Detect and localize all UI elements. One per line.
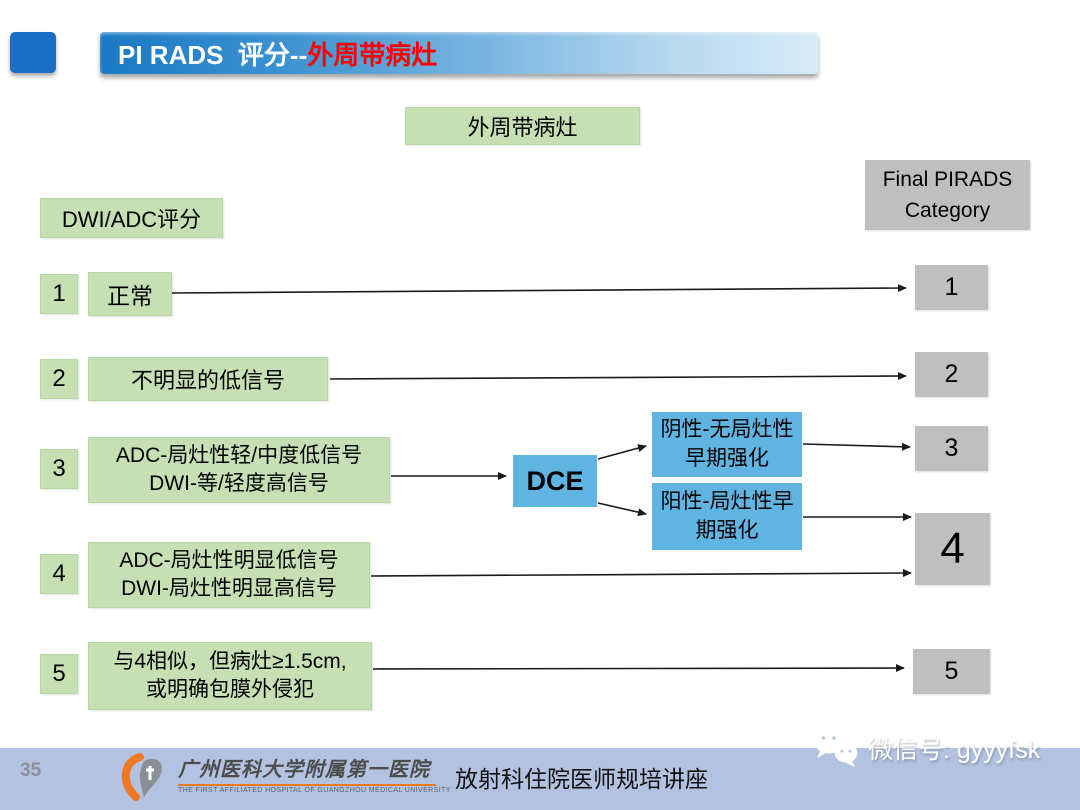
- score-3: 3: [52, 455, 66, 482]
- hospital-names: 广州医科大学附属第一医院 THE FIRST AFFILIATED HOSPIT…: [178, 753, 450, 794]
- category-1: 1: [944, 273, 959, 301]
- score-box-3: 3: [40, 449, 78, 489]
- score-box-1: 1: [40, 274, 78, 314]
- finding-2-text: 不明显的低信号: [130, 368, 285, 393]
- arrow-row2-to-cat2: [329, 372, 907, 381]
- title-accent-square: [10, 32, 56, 73]
- finding-box-3: ADC-局灶性轻/中度低信号 DWI-等/轻度高信号: [88, 437, 390, 503]
- category-5: 5: [944, 657, 959, 685]
- score-box-5: 5: [40, 654, 78, 694]
- dce-label: DCE: [526, 465, 584, 496]
- score-2: 2: [52, 365, 66, 392]
- arrow-row5-to-cat5: [372, 664, 905, 673]
- hospital-logo: [116, 750, 172, 810]
- subtitle-label: 外周带病灶: [467, 115, 578, 140]
- final-pirads-header-label: Final PIRADS Category: [882, 167, 1013, 223]
- category-box-2: 2: [915, 352, 988, 397]
- finding-4-line1: ADC-局灶性明显低信号: [119, 548, 339, 572]
- finding-box-1: 正常: [88, 272, 172, 316]
- wechat-label: 微信号: gyyyfsk: [868, 736, 1041, 764]
- title-bar: PI RADS 评分--外周带病灶: [100, 32, 818, 74]
- dwi-adc-header-label: DWI/ADC评分: [61, 207, 202, 232]
- wechat-badge: 微信号: gyyyfsk: [812, 726, 1040, 770]
- arrow-dce-to-positive: [597, 502, 647, 517]
- final-pirads-header: Final PIRADS Category: [865, 160, 1030, 230]
- finding-3-line2: DWI-等/轻度高信号: [149, 472, 329, 495]
- footer-band: [0, 748, 1080, 810]
- finding-box-2: 不明显的低信号: [88, 357, 328, 401]
- dwi-adc-header: DWI/ADC评分: [40, 198, 223, 238]
- finding-5-line1: 与4相似，但病灶≥1.5cm,: [113, 649, 347, 673]
- title-highlight-text: 外周带病灶: [307, 39, 438, 70]
- finding-5-line2: 或明确包膜外侵犯: [146, 678, 314, 701]
- logo-orange-swoosh: [122, 753, 144, 801]
- dce-negative-text: 阴性-无局灶性早期强化: [660, 418, 794, 470]
- arrow-dce-to-negative: [597, 444, 647, 460]
- category-box-4: 4: [915, 513, 990, 585]
- hospital-name-en: THE FIRST AFFILIATED HOSPITAL OF GUANGZH…: [178, 784, 450, 794]
- logo-cross: [146, 766, 154, 780]
- score-4: 4: [52, 560, 66, 587]
- finding-box-4: ADC-局灶性明显低信号 DWI-局灶性明显高信号: [88, 542, 370, 608]
- page-number: 35: [20, 760, 42, 781]
- title-text: PI RADS 评分--: [118, 39, 308, 70]
- score-1: 1: [52, 280, 66, 307]
- dce-positive-text: 阳性-局灶性早期强化: [660, 490, 794, 542]
- wechat-icon: [814, 728, 858, 767]
- category-box-3: 3: [915, 426, 988, 471]
- finding-4-line2: DWI-局灶性明显高信号: [121, 577, 337, 600]
- finding-box-5: 与4相似，但病灶≥1.5cm, 或明确包膜外侵犯: [88, 642, 372, 710]
- category-box-5: 5: [913, 649, 990, 694]
- category-2: 2: [944, 360, 959, 388]
- score-5: 5: [52, 660, 66, 687]
- arrow-row4-to-cat4: [370, 569, 912, 578]
- category-box-1: 1: [915, 265, 988, 310]
- finding-3-line1: ADC-局灶性轻/中度低信号: [115, 443, 363, 467]
- finding-1-text: 正常: [107, 283, 153, 309]
- dce-box: DCE: [513, 455, 597, 507]
- score-box-4: 4: [40, 554, 78, 594]
- category-3: 3: [944, 434, 959, 462]
- arrow-negative-to-cat3: [802, 442, 911, 451]
- dce-positive-box: 阳性-局灶性早期强化: [652, 483, 802, 550]
- dce-negative-box: 阴性-无局灶性早期强化: [652, 412, 802, 477]
- lecture-title: 放射科住院医师规培讲座: [455, 766, 708, 792]
- arrow-row1-to-cat1: [171, 284, 907, 294]
- subtitle-box: 外周带病灶: [405, 107, 640, 145]
- hospital-name-cn: 广州医科大学附属第一医院: [178, 757, 430, 781]
- category-4: 4: [940, 524, 965, 573]
- score-box-2: 2: [40, 359, 78, 399]
